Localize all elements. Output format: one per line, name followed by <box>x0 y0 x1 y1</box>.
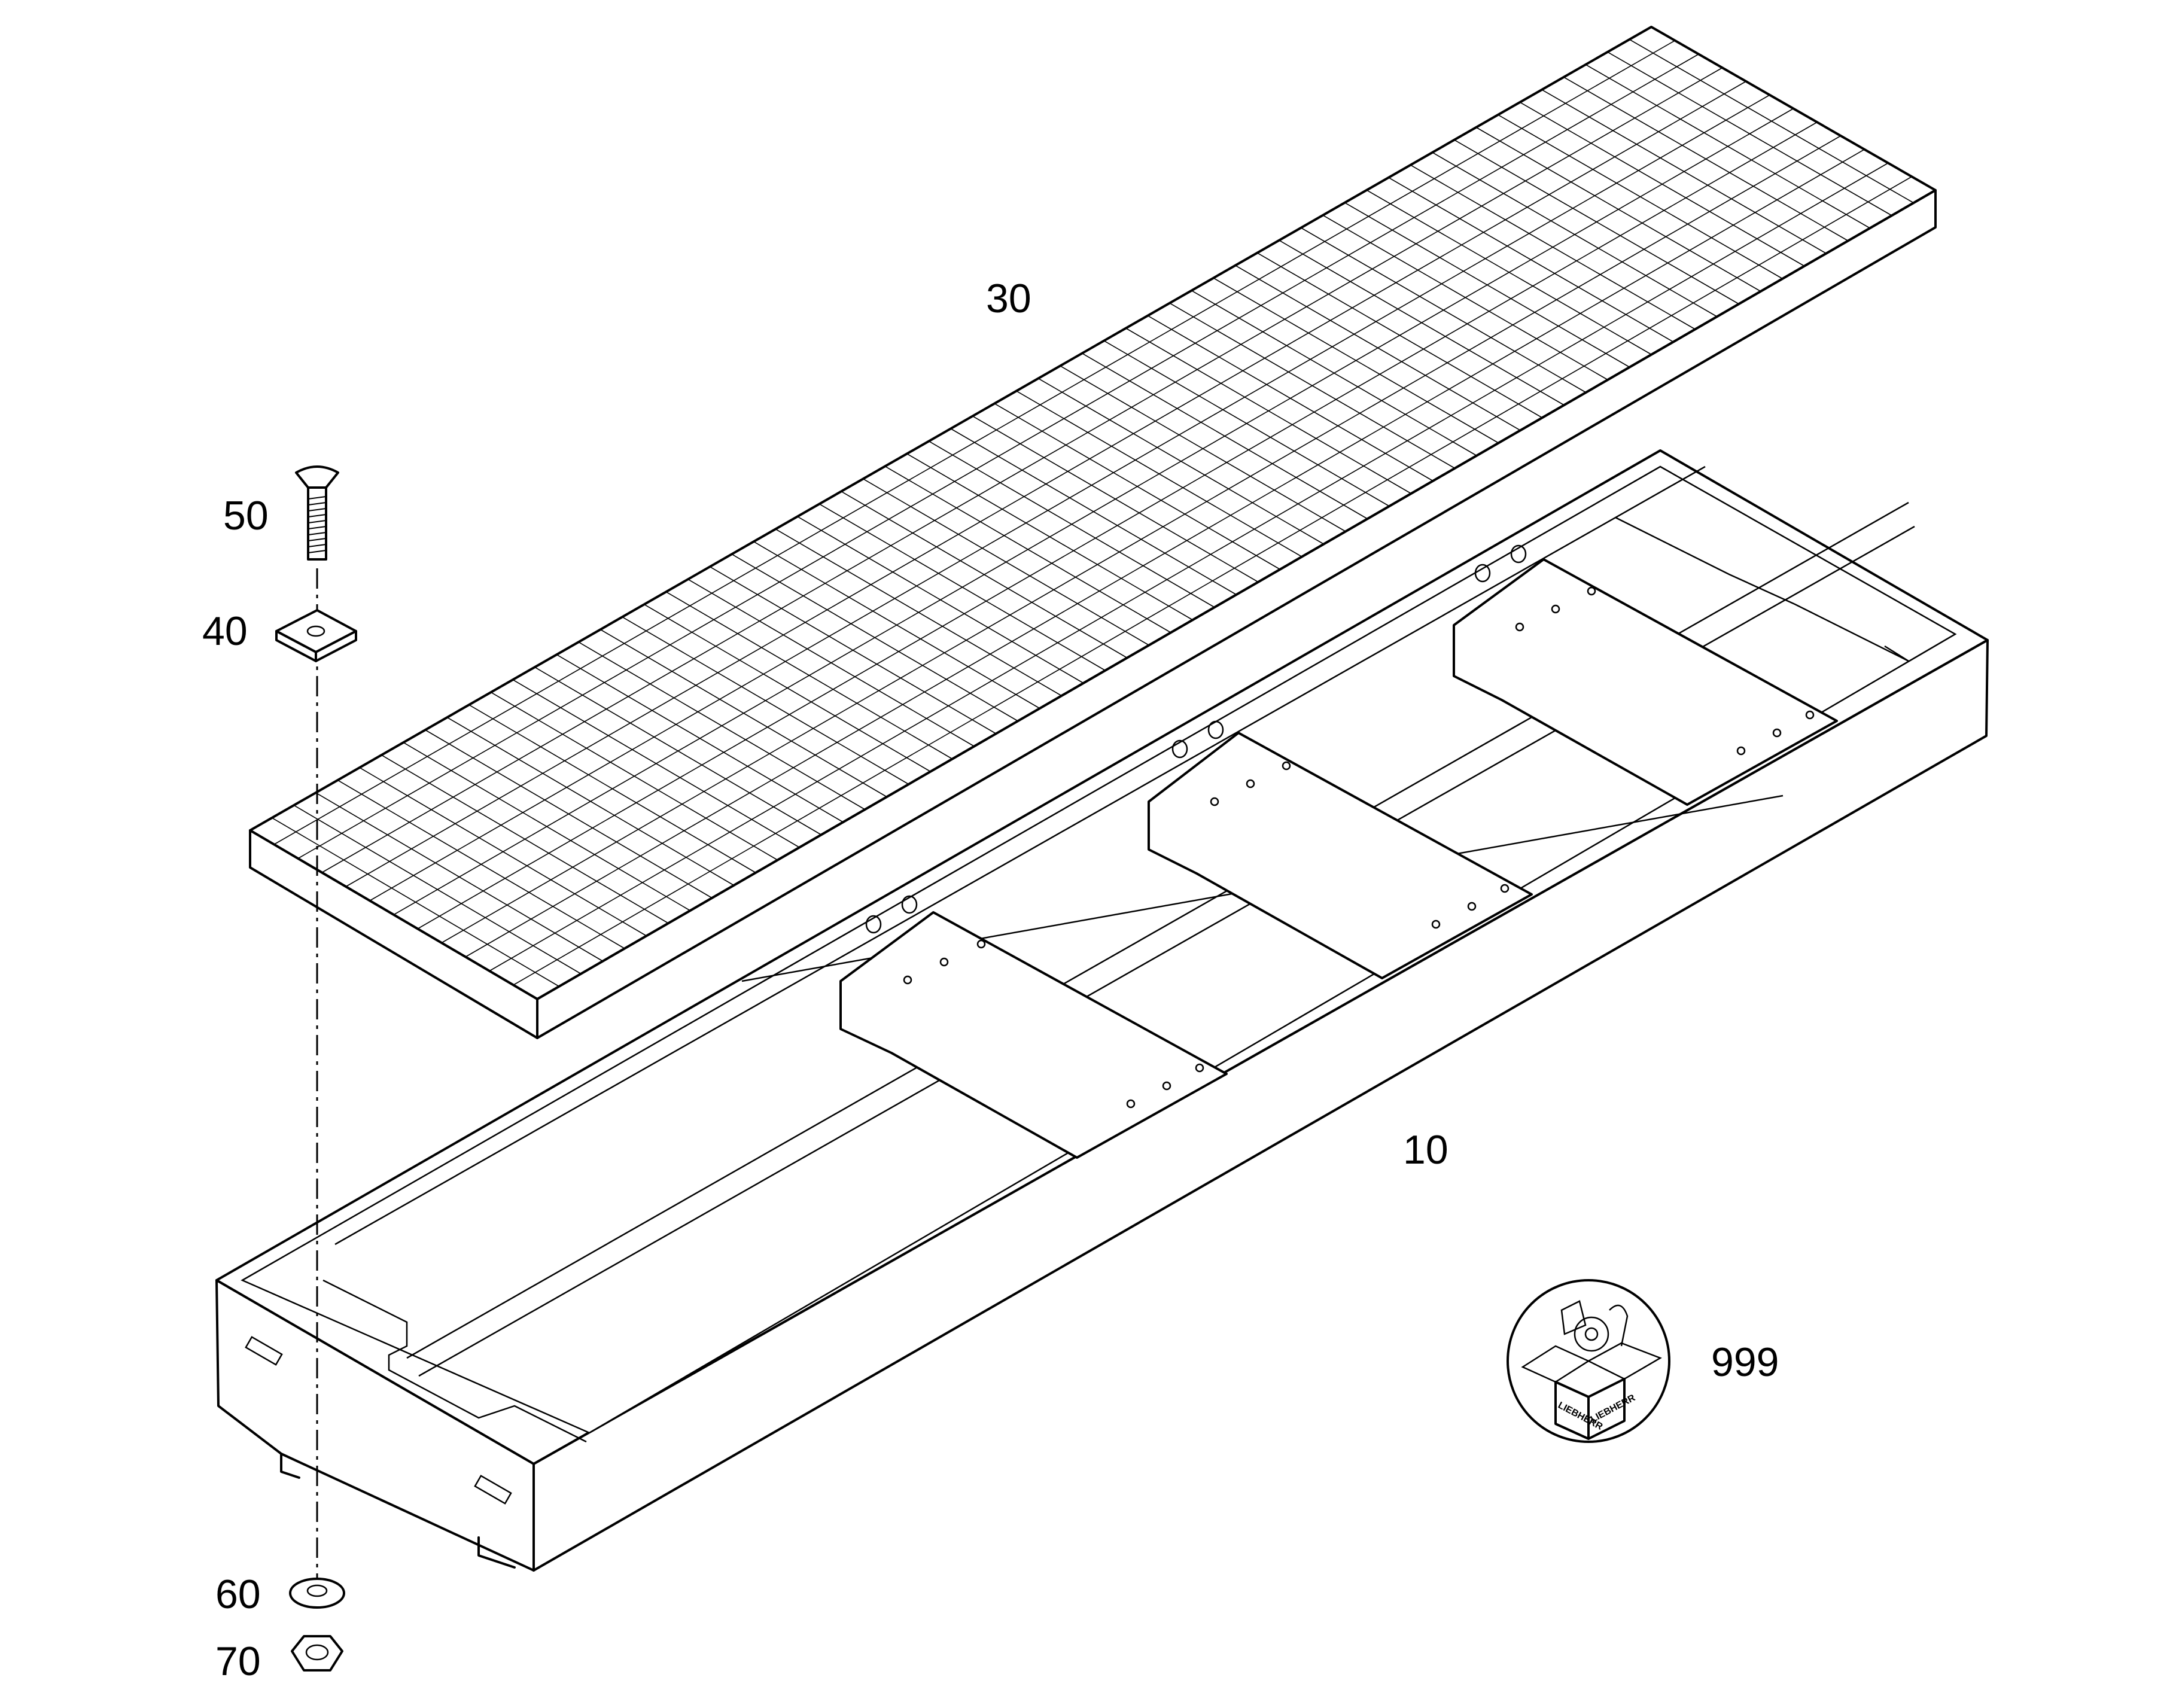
callout-70: 70 <box>215 1639 261 1684</box>
callout-30: 30 <box>986 276 1031 321</box>
frame-tray <box>215 449 1989 1572</box>
hex-nut <box>291 1635 343 1672</box>
grating-mesh <box>272 39 1914 987</box>
cross-support-2 <box>1148 720 1533 979</box>
frame-end-face <box>215 1279 535 1572</box>
callout-999: 999 <box>1711 1339 1779 1385</box>
grating <box>249 26 1937 1039</box>
square-plate <box>275 609 357 662</box>
countersunk-screw <box>295 465 339 561</box>
callout-50: 50 <box>223 493 269 538</box>
washer <box>289 1578 345 1609</box>
kit-box-icon: LIEBHERR LIEBHERR <box>1507 1279 1670 1443</box>
cross-support-1 <box>839 895 1228 1159</box>
callout-40: 40 <box>202 608 248 654</box>
callout-10: 10 <box>1403 1127 1448 1173</box>
cross-support-3 <box>1453 544 1838 806</box>
callout-60: 60 <box>215 1572 261 1617</box>
